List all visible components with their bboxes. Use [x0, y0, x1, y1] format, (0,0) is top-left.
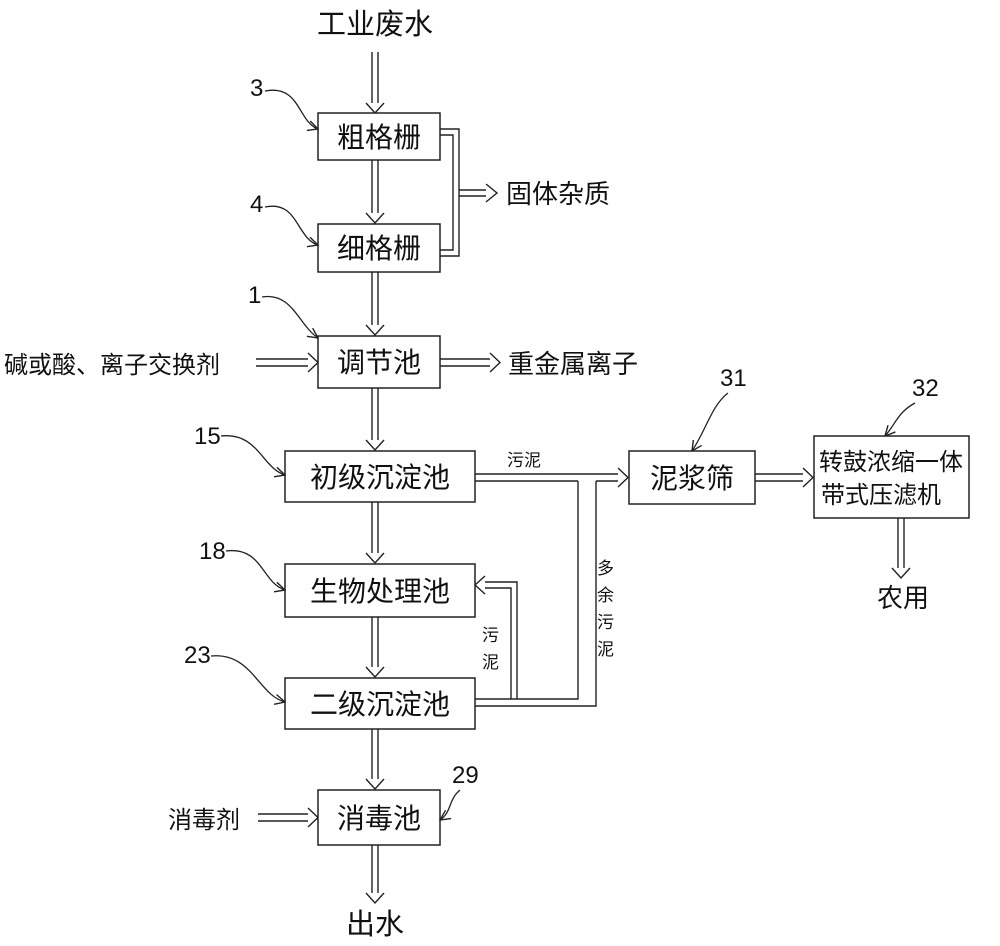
edge-label-return-sludge-char: 泥 [482, 653, 499, 673]
node-secondary-sedimentation-label: 二级沉淀池 [310, 688, 450, 721]
ref-number: 29 [452, 762, 479, 789]
ref-regulating-tank: 1 [248, 282, 318, 338]
flow-press-to-agriculture [891, 518, 911, 580]
ref-fine-grid: 4 [250, 191, 318, 245]
node-disinfection-tank-label: 消毒池 [337, 802, 421, 835]
ref-belt-press: 32 [885, 375, 939, 436]
flow-secondary-to-disinfection [365, 729, 385, 791]
flow-coarse-to-fine-grid [365, 160, 385, 225]
ref-coarse-grid: 3 [250, 75, 318, 129]
label-effluent: 出水 [346, 907, 404, 941]
flow-disinfectant-to-tank [258, 807, 320, 828]
node-coarse-grid: 粗格栅 [317, 112, 441, 161]
ref-number: 31 [720, 365, 747, 392]
node-disinfection-tank: 消毒池 [317, 789, 441, 846]
label-disinfectant: 消毒剂 [168, 806, 240, 834]
node-fine-grid-label: 细格栅 [337, 232, 421, 265]
ref-number: 1 [248, 282, 261, 309]
node-sludge-screen: 泥浆筛 [628, 450, 756, 505]
node-regulating-tank-label: 调节池 [337, 346, 421, 379]
label-heavy-metal-ions: 重金属离子 [508, 350, 638, 380]
edge-label-excess-sludge-char: 多 [597, 559, 614, 579]
node-regulating-tank: 调节池 [317, 335, 441, 389]
node-biological-tank-label: 生物处理池 [310, 575, 450, 608]
flow-wastewater-to-coarse-grid [365, 52, 385, 115]
flow-chemicals-to-regulating [256, 352, 320, 373]
flow-fine-grid-to-regulating [365, 272, 385, 337]
flow-primary-to-biological [365, 502, 385, 565]
ref-primary-sedimentation: 15 [194, 423, 285, 475]
ref-number: 18 [199, 538, 226, 565]
node-biological-tank: 生物处理池 [284, 563, 476, 618]
edge-label-excess-sludge-char: 泥 [597, 640, 614, 660]
ref-number: 32 [912, 375, 939, 402]
flow-primary-sludge-to-screen [475, 467, 630, 488]
flow-excess-and-return-sludge [473, 481, 597, 707]
node-fine-grid: 细格栅 [317, 223, 441, 273]
flow-regulating-to-primary [365, 388, 385, 452]
ref-sludge-screen: 31 [692, 365, 747, 451]
ref-secondary-sedimentation: 23 [184, 642, 285, 702]
label-chemicals: 碱或酸、离子交换剂 [4, 351, 220, 379]
label-agricultural-use: 农用 [877, 584, 929, 614]
edge-label-excess-sludge-char: 余 [597, 586, 614, 606]
ref-disinfection-tank: 29 [440, 762, 479, 820]
label-industrial-wastewater: 工业废水 [317, 7, 433, 41]
flow-regulating-to-heavy-metals [440, 352, 502, 373]
edge-label-excess-sludge-char: 污 [597, 613, 614, 633]
edge-label-sludge: 污泥 [507, 451, 541, 471]
node-secondary-sedimentation: 二级沉淀池 [284, 677, 476, 730]
node-belt-press-label-line2: 带式压滤机 [821, 481, 941, 509]
node-coarse-grid-label: 粗格栅 [337, 121, 421, 154]
edge-label-return-sludge: 污 泥 [482, 626, 499, 673]
flow-grids-to-solid-impurities [440, 128, 499, 257]
flow-biological-to-secondary [365, 617, 385, 679]
ref-number: 4 [250, 191, 263, 218]
edge-label-excess-sludge: 多 余 污 泥 [597, 559, 614, 660]
node-belt-press-label-line1: 转鼓浓缩一体 [819, 448, 963, 476]
edge-label-return-sludge-char: 污 [482, 626, 499, 646]
node-primary-sedimentation-label: 初级沉淀池 [310, 461, 450, 494]
node-belt-press: 转鼓浓缩一体 带式压滤机 [813, 435, 970, 519]
ref-number: 3 [250, 75, 263, 102]
node-sludge-screen-label: 泥浆筛 [650, 462, 734, 495]
ref-number: 23 [184, 642, 211, 669]
ref-number: 15 [194, 423, 221, 450]
flow-disinfection-to-effluent [365, 845, 385, 905]
flow-screen-to-press [755, 467, 815, 488]
node-primary-sedimentation: 初级沉淀池 [284, 450, 476, 503]
label-solid-impurities: 固体杂质 [506, 180, 610, 210]
ref-biological-tank: 18 [199, 538, 285, 590]
